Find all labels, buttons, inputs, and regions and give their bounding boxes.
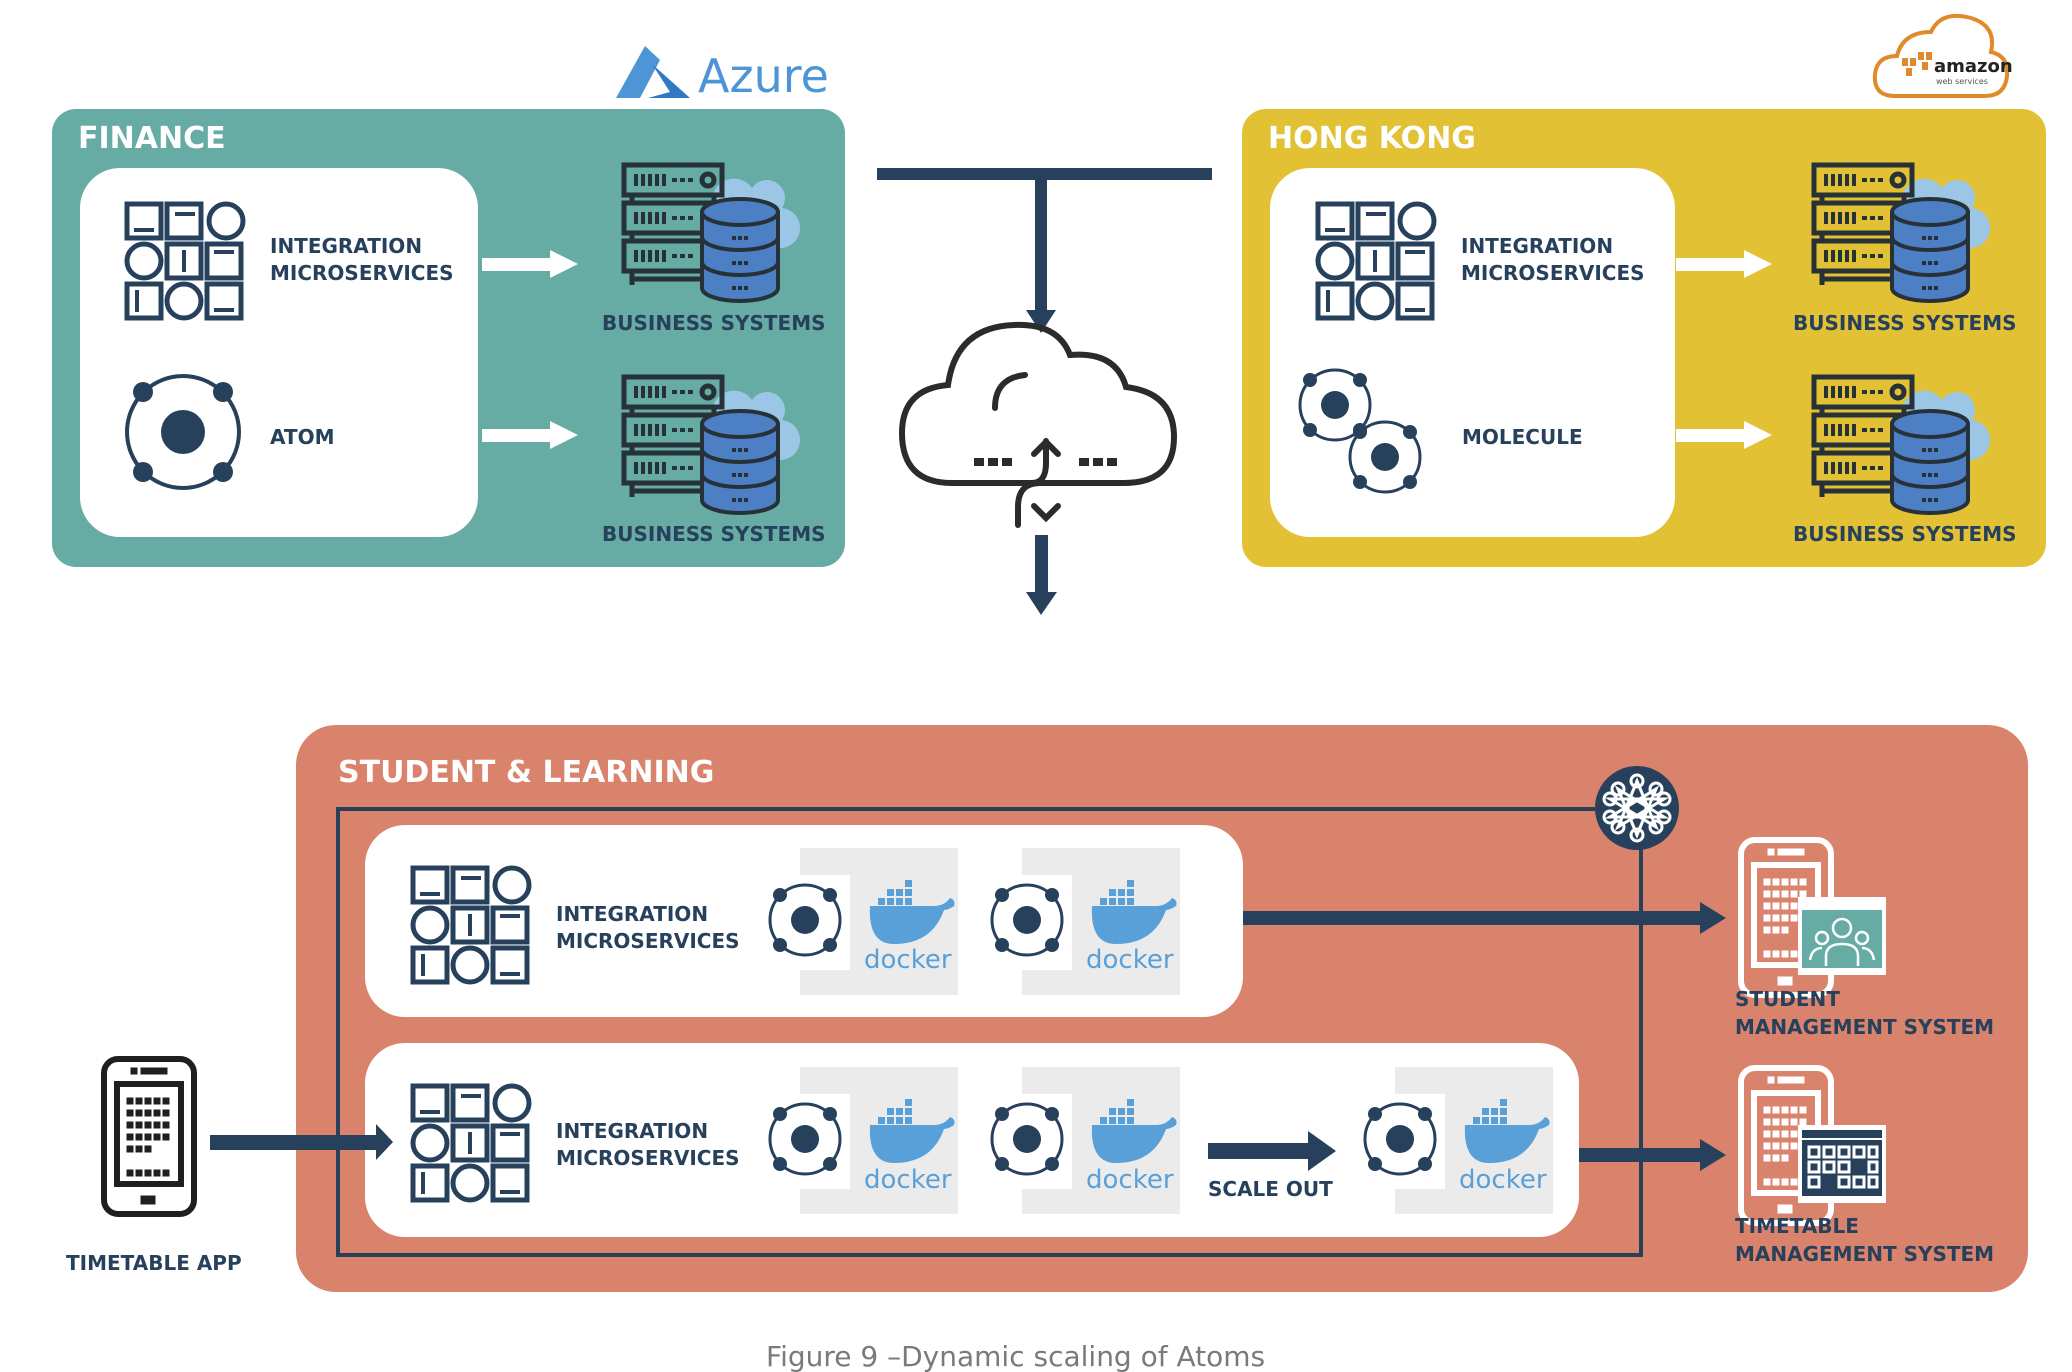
aws-label: amazon xyxy=(1934,56,2013,77)
row1-output-arrow xyxy=(1243,902,1726,934)
azure-label: Azure xyxy=(698,49,829,103)
figure-caption: Figure 9 –Dynamic scaling of Atoms xyxy=(766,1340,1265,1372)
row2-label-1: INTEGRATION xyxy=(556,1119,708,1143)
finance-arrow-2 xyxy=(482,421,578,449)
docker-container-scaled: docker xyxy=(1360,1067,1553,1214)
row1-label-2: MICROSERVICES xyxy=(556,929,740,953)
docker-container: docker xyxy=(987,848,1180,995)
cloud-down-arrow xyxy=(1026,535,1057,615)
finance-business-systems-1: BUSINESS SYSTEMS xyxy=(602,311,826,335)
aws-sublabel: web services xyxy=(1936,77,1988,86)
student-management-icon xyxy=(1741,840,1886,995)
cloud-sync-icon xyxy=(898,321,1178,528)
service-row-2 xyxy=(365,1043,1579,1237)
hongkong-arrow-2 xyxy=(1676,421,1772,449)
business-systems-icon xyxy=(1814,377,1990,513)
cluster-boundary xyxy=(336,807,1643,1257)
cloud-dots xyxy=(974,458,1117,466)
finance-integration-label-2: MICROSERVICES xyxy=(270,261,454,285)
docker-container: docker xyxy=(765,1067,958,1214)
finance-integration-label-1: INTEGRATION xyxy=(270,234,422,258)
finance-service-card xyxy=(80,168,478,537)
cluster-hub-icon xyxy=(1595,766,1679,850)
hongkong-region: HONG KONG INTEGRATION MICROSERVICES MOLE… xyxy=(1242,109,2046,567)
hongkong-business-systems-2: BUSINESS SYSTEMS xyxy=(1793,522,2017,546)
aws-boxes-icon xyxy=(1902,52,1932,76)
hongkong-molecule-label: MOLECULE xyxy=(1462,425,1583,449)
docker-container: docker xyxy=(765,848,958,995)
app-input-arrow xyxy=(210,1124,393,1160)
timetable-app-label: TIMETABLE APP xyxy=(66,1251,242,1275)
business-systems-icon xyxy=(624,165,800,301)
hongkong-integration-label-1: INTEGRATION xyxy=(1461,234,1613,258)
timetable-management-label-2: MANAGEMENT SYSTEM xyxy=(1735,1242,1994,1266)
finance-arrow-1 xyxy=(482,250,578,278)
finance-title: FINANCE xyxy=(78,121,226,156)
row2-output-arrow xyxy=(1579,1139,1726,1171)
hongkong-business-systems-1: BUSINESS SYSTEMS xyxy=(1793,311,2017,335)
row2-label-2: MICROSERVICES xyxy=(556,1146,740,1170)
timetable-management-label-1: TIMETABLE xyxy=(1735,1214,1859,1238)
student-region: STUDENT & LEARNING INTEGRATION MICROSERV… xyxy=(296,725,2028,1292)
student-management-label-2: MANAGEMENT SYSTEM xyxy=(1735,1015,1994,1039)
finance-business-systems-2: BUSINESS SYSTEMS xyxy=(602,522,826,546)
hongkong-integration-label-2: MICROSERVICES xyxy=(1461,261,1645,285)
student-management-label-1: STUDENT xyxy=(1735,987,1840,1011)
azure-logo: Azure xyxy=(616,46,829,103)
docker-label: docker xyxy=(864,1165,952,1195)
business-systems-icon xyxy=(1814,165,1990,301)
student-title: STUDENT & LEARNING xyxy=(338,755,714,790)
mobile-phone-icon xyxy=(104,1059,194,1214)
finance-region: FINANCE INTEGRATION MICROSERVICES ATOM B… xyxy=(52,109,845,567)
docker-container: docker xyxy=(987,1067,1180,1214)
hongkong-title: HONG KONG xyxy=(1268,121,1476,156)
scale-out-arrow xyxy=(1208,1131,1336,1171)
scale-out-label: SCALE OUT xyxy=(1208,1177,1333,1201)
docker-label: docker xyxy=(1459,1165,1547,1195)
business-systems-icon xyxy=(624,377,800,513)
azure-triangle-icon xyxy=(616,46,660,98)
row1-label-1: INTEGRATION xyxy=(556,902,708,926)
aws-logo: amazon web services xyxy=(1872,13,2013,98)
docker-label: docker xyxy=(1086,945,1174,975)
finance-atom-label: ATOM xyxy=(270,425,334,449)
timetable-management-icon xyxy=(1741,1068,1886,1223)
hongkong-service-card xyxy=(1270,168,1675,537)
docker-label: docker xyxy=(864,945,952,975)
hongkong-arrow-1 xyxy=(1676,250,1772,278)
merge-connector xyxy=(877,168,1212,333)
docker-label: docker xyxy=(1086,1165,1174,1195)
